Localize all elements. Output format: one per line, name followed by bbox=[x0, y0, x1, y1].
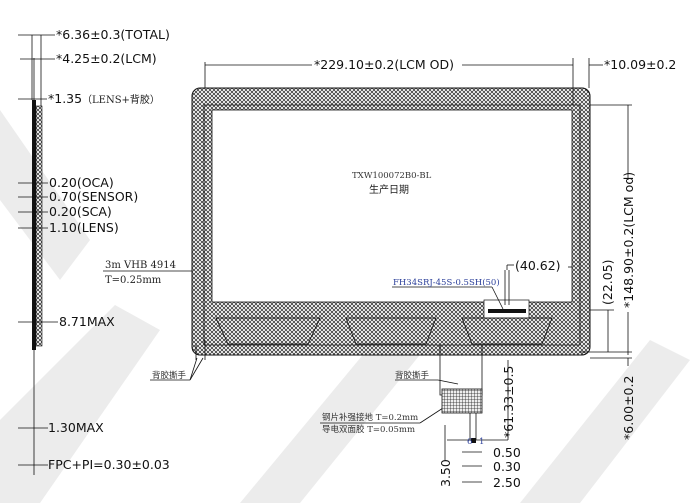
dim-bottom-offset: *6.00±0.2 bbox=[621, 376, 636, 440]
front-view: *229.10±0.2(LCM OD) *10.09±0.2 *148.90±0… bbox=[103, 57, 676, 490]
pin-1-label: 1 bbox=[479, 437, 484, 447]
connector-label: FH34SRJ-45S-0.5SH(50) bbox=[393, 277, 500, 288]
conductive-tape-label: 导电双面胶 T=0.05mm bbox=[322, 424, 415, 435]
model-number: TXW100072B0-BL bbox=[352, 171, 432, 181]
dim-22-05: (22.05) bbox=[600, 259, 615, 305]
pull-tab-label-fpc: 背胶撕手 bbox=[395, 370, 430, 381]
dim-oca: 0.20(OCA) bbox=[49, 175, 114, 190]
dim-40-62: (40.62) bbox=[515, 258, 561, 273]
dim-871-max: 8.71MAX bbox=[59, 314, 115, 329]
dim-lcm-od-width: *229.10±0.2(LCM OD) bbox=[314, 57, 454, 72]
dim-3-50: 3.50 bbox=[438, 459, 453, 487]
dim-fpc-pi: FPC+PI=0.30±0.03 bbox=[48, 457, 170, 472]
dim-130-max: 1.30MAX bbox=[48, 420, 104, 435]
production-date-label: 生产日期 bbox=[369, 183, 409, 196]
dim-2-50: 2.50 bbox=[493, 475, 521, 490]
dim-lens-tape: *1.35 bbox=[48, 91, 82, 106]
dim-lcm: *4.25±0.2(LCM) bbox=[56, 51, 157, 66]
dim-sca: 0.20(SCA) bbox=[49, 204, 112, 219]
dim-right-offset: *10.09±0.2 bbox=[604, 57, 676, 72]
dim-sensor: 0.70(SENSOR) bbox=[49, 189, 138, 204]
dim-lens-tape-desc: （LENS+背胶） bbox=[82, 93, 160, 106]
pin-6-label: 6 bbox=[467, 437, 472, 447]
dim-lens: 1.10(LENS) bbox=[49, 220, 119, 235]
dim-lcm-od-height: *148.90±0.2(LCM od) bbox=[621, 172, 636, 308]
dim-0-50: 0.50 bbox=[493, 445, 521, 460]
side-profile: *6.36±0.3(TOTAL) *4.25±0.2(LCM) *1.35 （L… bbox=[18, 27, 170, 475]
stiffener-label: 钢片补强接地 T=0.2mm bbox=[322, 412, 418, 423]
dim-fpc-length: *61.33±0.5 bbox=[501, 366, 516, 438]
dim-0-30: 0.30 bbox=[493, 459, 521, 474]
tape-spec: 3m VHB 4914 bbox=[105, 260, 176, 271]
tape-thickness: T=0.25mm bbox=[105, 275, 162, 286]
watermark bbox=[0, 110, 690, 503]
pull-tab-label-left: 背胶撕手 bbox=[152, 370, 187, 381]
dim-total: *6.36±0.3(TOTAL) bbox=[56, 27, 170, 42]
